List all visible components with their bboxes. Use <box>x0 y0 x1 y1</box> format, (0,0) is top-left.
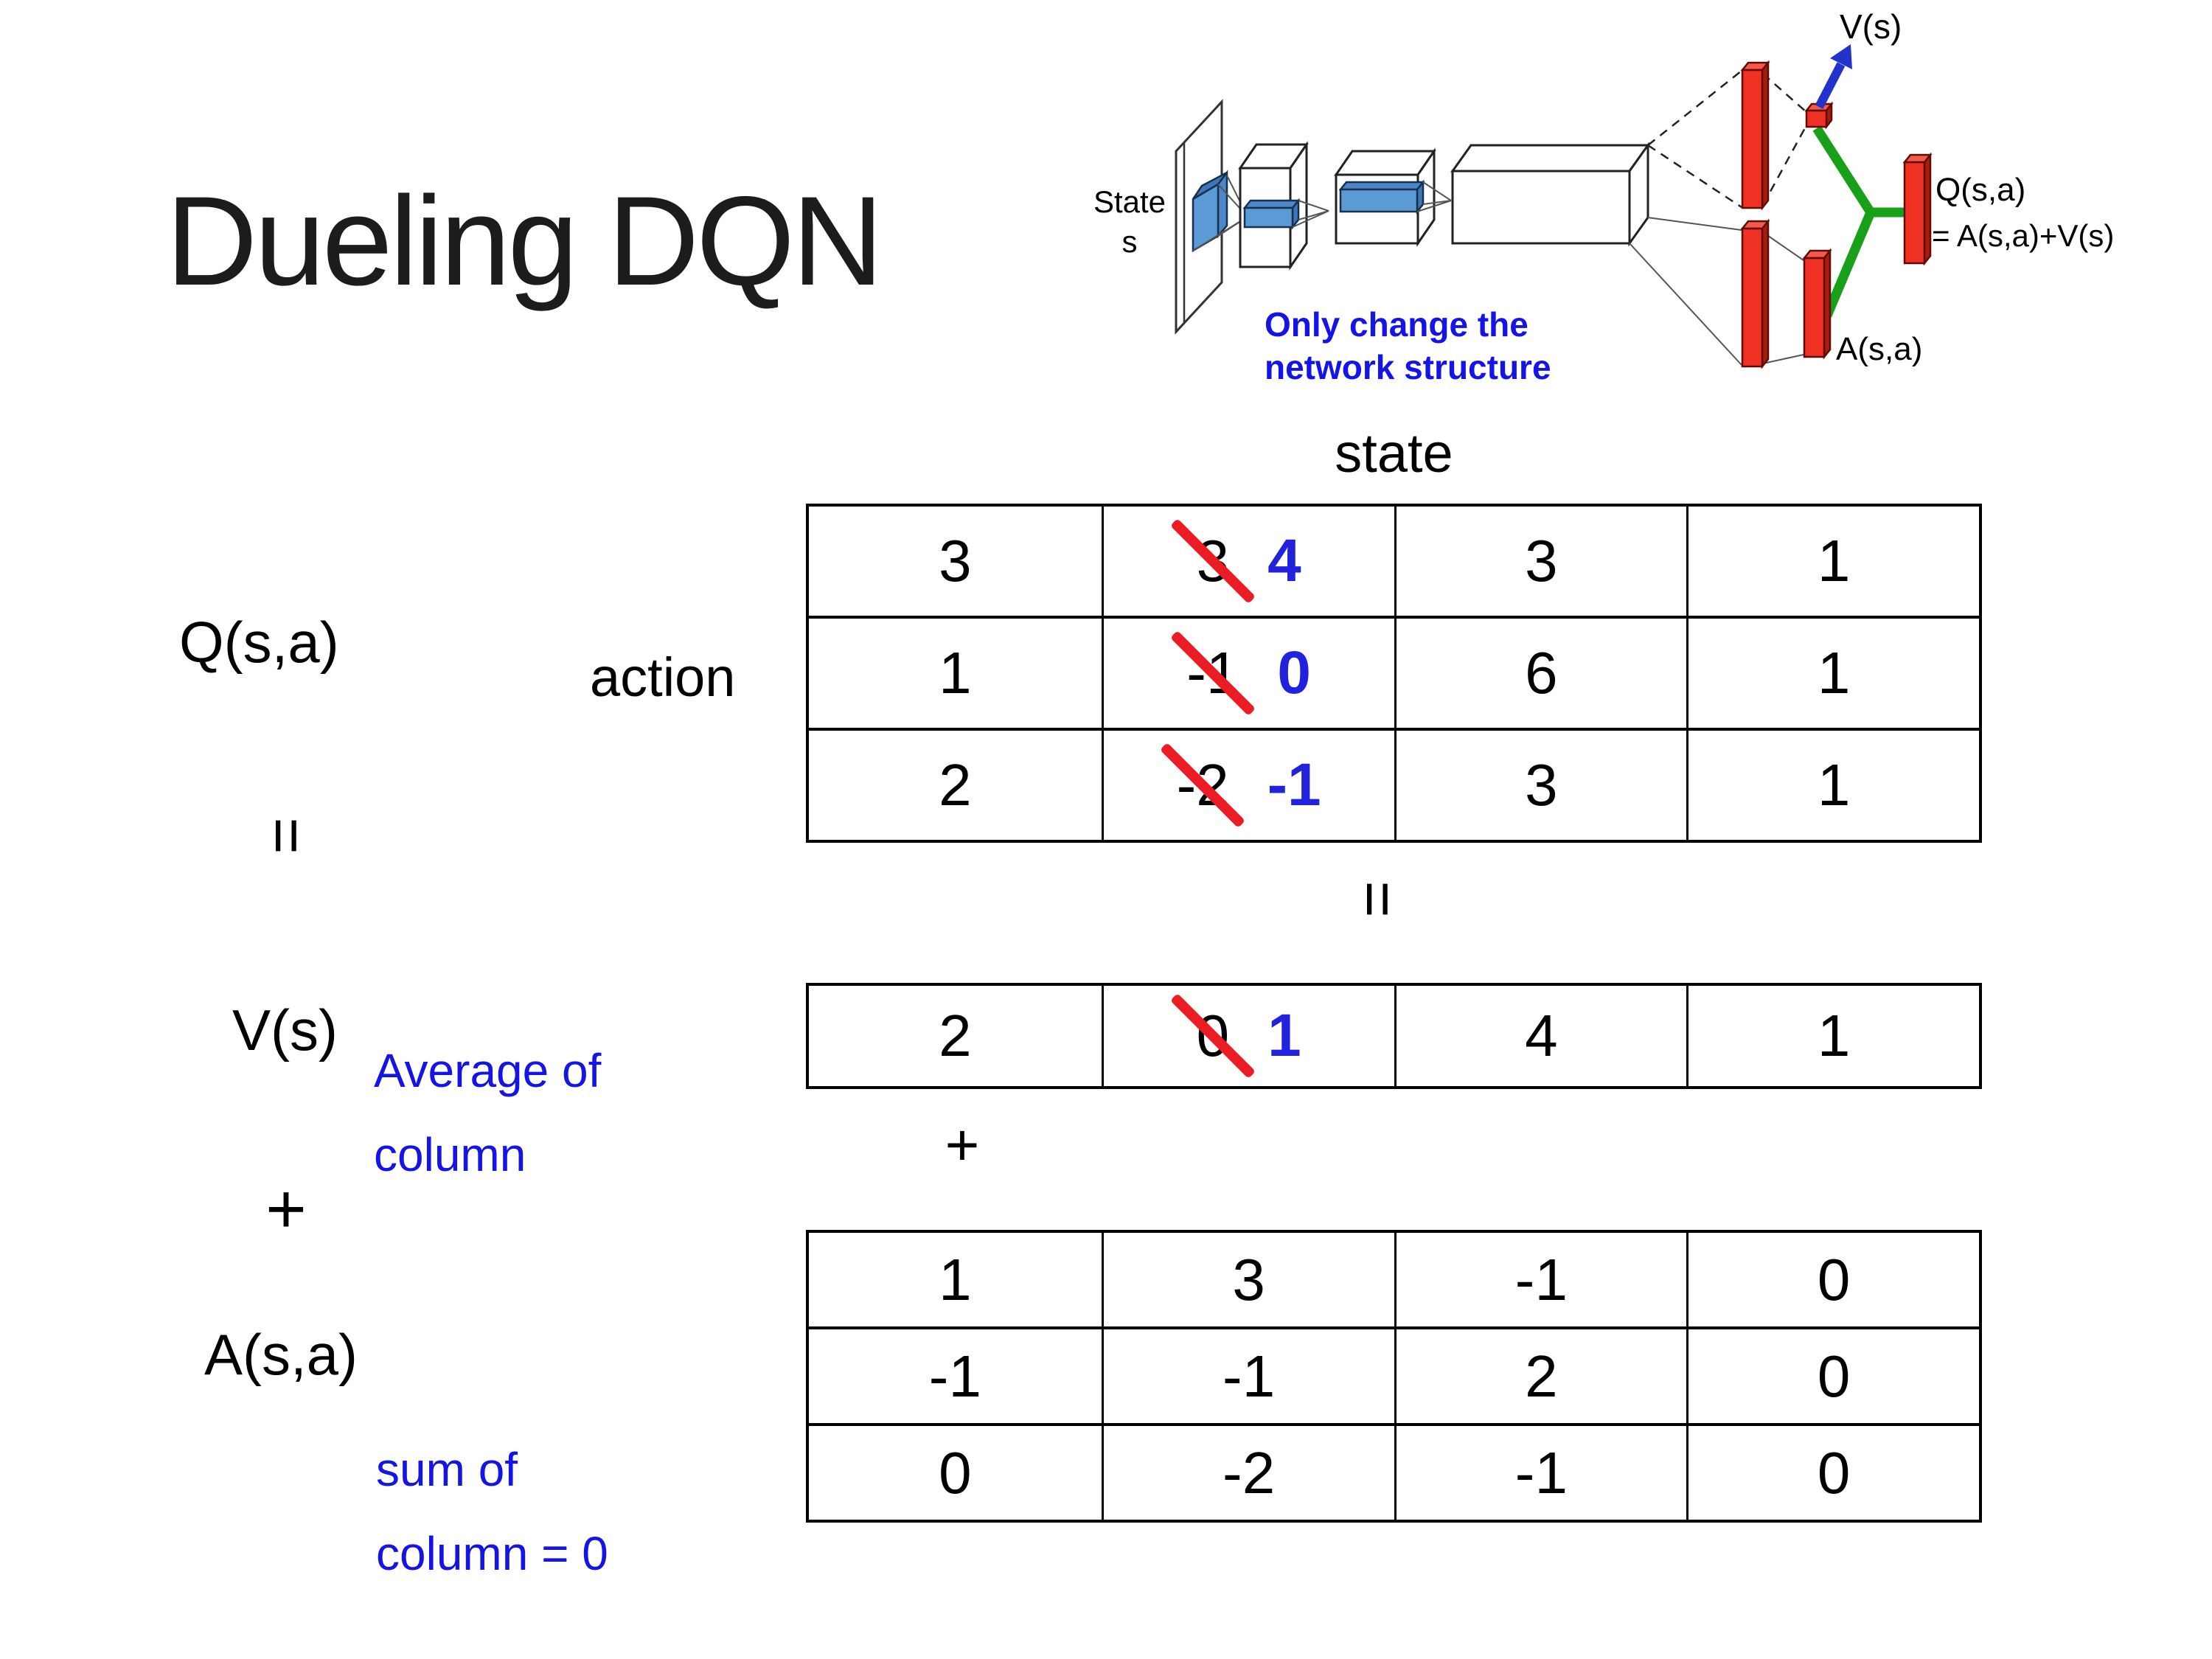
table-row: 1 3 -1 0 <box>809 1233 1979 1326</box>
q-cell: 1 <box>1686 507 1979 616</box>
state-s-label-line2: s <box>1122 224 1138 259</box>
action-axis-label: action <box>590 647 736 708</box>
v-cell: 2 <box>939 1003 972 1068</box>
v-note-line1: Average of <box>374 1044 602 1097</box>
state-s-label-line1: State <box>1093 184 1166 219</box>
fan-lines-3 <box>1416 181 1452 212</box>
q-cell-revised: -1 0 <box>1101 619 1394 728</box>
table-row: 2 -2 -1 3 1 <box>809 728 1979 840</box>
equals-sign-left: = <box>251 816 322 855</box>
table-row: 0 -2 -1 0 <box>809 1423 1979 1520</box>
page-title: Dueling DQN <box>166 170 883 312</box>
equals-sign-center: = <box>1342 880 1413 918</box>
a-cell: -1 <box>928 1343 981 1409</box>
q-cell: 3 <box>1394 731 1687 840</box>
a-note-line2: column = 0 <box>376 1527 608 1580</box>
fc-box <box>1450 142 1650 247</box>
q-output-label-line1: Q(s,a) <box>1935 172 2025 208</box>
fan-lines-2 <box>1292 200 1329 228</box>
a-vector-bar <box>1802 248 1832 360</box>
dashed-links-v <box>1647 70 1808 209</box>
feature-box-2 <box>1338 179 1425 215</box>
q-cell: 1 <box>1686 731 1979 840</box>
dueling-network-diagram: State s V(s) Q(s,a) = A(s,a)+V(s) A(s,a)… <box>1093 7 2114 386</box>
a-cell: -1 <box>1394 1233 1687 1326</box>
v-value-table: 2 0 1 4 1 <box>806 983 1982 1089</box>
table-row: -1 -1 2 0 <box>809 1326 1979 1423</box>
v-note: Average of column <box>374 1029 601 1197</box>
q-term-label: Q(s,a) <box>179 610 339 675</box>
plus-sign-center: + <box>945 1112 980 1178</box>
q-cell-revised: -2 -1 <box>1101 731 1394 840</box>
a-cell: 0 <box>1686 1233 1979 1326</box>
plus-sign-left: + <box>265 1169 307 1248</box>
v-cell: 4 <box>1394 986 1687 1086</box>
diagram-note-line2: network structure <box>1265 348 1551 386</box>
q-cell-revised: 3 4 <box>1101 507 1394 616</box>
v-note-line2: column <box>374 1128 526 1181</box>
a-note-line1: sum of <box>376 1443 518 1496</box>
a-term-label: A(s,a) <box>204 1322 358 1387</box>
v-cell-revised: 0 1 <box>1101 986 1394 1086</box>
feature-box-1 <box>1242 198 1301 230</box>
v-scalar-box <box>1804 101 1834 130</box>
a-cell: 0 <box>1686 1426 1979 1520</box>
a-cell: 0 <box>939 1439 972 1506</box>
a-cell: -2 <box>1101 1426 1394 1520</box>
q-cell: 1 <box>939 640 972 706</box>
fc-bar-a-hidden <box>1740 218 1770 369</box>
aggregation-junction <box>1812 125 1907 318</box>
table-row: 1 -1 0 6 1 <box>809 616 1979 728</box>
v-cell: 1 <box>1686 986 1979 1086</box>
state-axis-label: state <box>1335 422 1453 484</box>
q-cell: 2 <box>939 752 972 818</box>
a-cell: 0 <box>1686 1329 1979 1423</box>
a-cell: 3 <box>1101 1233 1394 1326</box>
q-value-table: 3 3 4 3 1 1 -1 0 6 1 2 -2 -1 3 1 <box>806 504 1982 843</box>
v-term-label: V(s) <box>232 998 338 1062</box>
q-output-label-line2: = A(s,a)+V(s) <box>1932 218 2114 253</box>
q-cell: 6 <box>1394 619 1687 728</box>
a-cell: 1 <box>939 1246 972 1312</box>
q-output-bar <box>1902 152 1933 266</box>
solid-links-a <box>1629 217 1804 366</box>
table-row: 3 3 4 3 1 <box>809 507 1979 616</box>
a-cell: -1 <box>1101 1329 1394 1423</box>
a-cell: -1 <box>1394 1426 1687 1520</box>
q-cell: 3 <box>939 528 972 594</box>
fc-bar-v-hidden <box>1740 60 1770 211</box>
q-cell: 1 <box>1686 619 1979 728</box>
a-cell: 2 <box>1394 1329 1687 1423</box>
a-note: sum of column = 0 <box>376 1427 608 1596</box>
v-arrow <box>1815 44 1852 109</box>
a-value-table: 1 3 -1 0 -1 -1 2 0 0 -2 -1 0 <box>806 1230 1982 1523</box>
diagram-note-line1: Only change the <box>1265 305 1528 344</box>
q-cell: 3 <box>1394 507 1687 616</box>
v-output-label: V(s) <box>1840 7 1902 46</box>
a-output-label: A(s,a) <box>1836 331 1922 367</box>
table-row: 2 0 1 4 1 <box>809 986 1979 1086</box>
